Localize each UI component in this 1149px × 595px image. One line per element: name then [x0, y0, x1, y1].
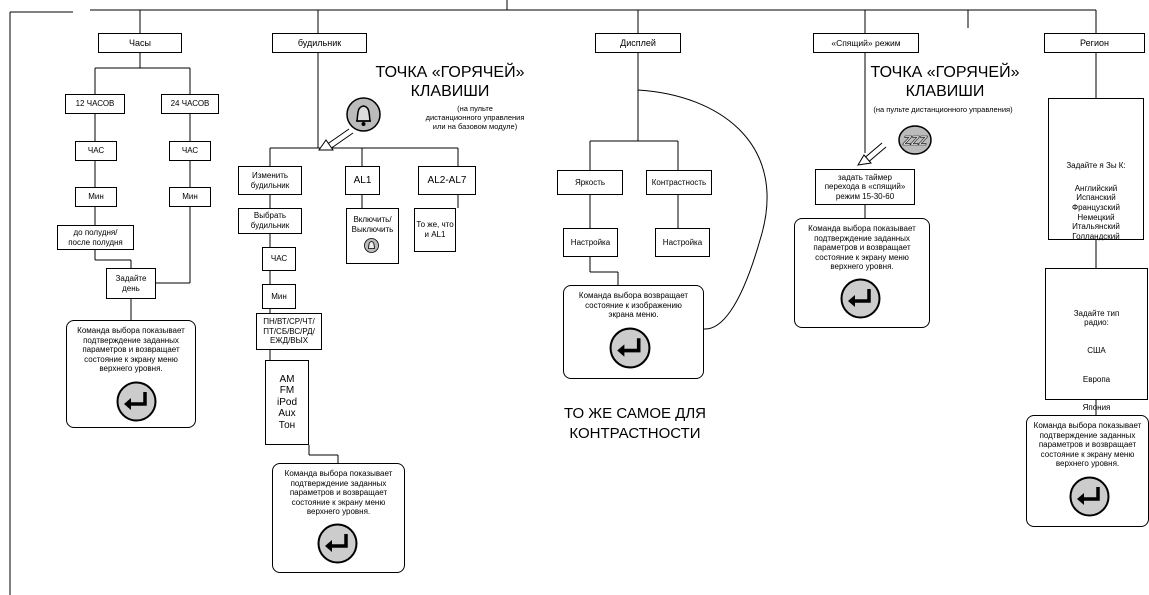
al2-al7-label: AL2-AL7: [427, 174, 467, 186]
am-pm-label: до полудня/ после полудня: [68, 227, 123, 247]
clock-min-left-label: Мин: [88, 192, 104, 202]
am-pm-box: до полудня/ после полудня: [57, 225, 134, 250]
change-alarm-box: Изменить будильник: [238, 166, 302, 195]
clock-enter-icon: [116, 381, 157, 422]
alarm-enter-icon: [317, 523, 358, 564]
al1-box: AL1: [345, 166, 380, 195]
enable-disable-label: Включить/ Выключить: [351, 215, 394, 234]
bell-icon: [346, 97, 381, 132]
display-enter-icon: [609, 327, 651, 369]
brightness-setting-label: Настройка: [570, 237, 611, 247]
display-header-label: Дисплей: [620, 37, 656, 48]
radio-usa: США: [1087, 346, 1106, 356]
brightness-setting-box: Настройка: [563, 228, 618, 257]
region-confirm-text: Команда выбора показывает подтверждение …: [1033, 421, 1142, 469]
brightness-box: Яркость: [557, 170, 623, 195]
sleep-hotkey-note-text: (на пульте дистанционного управления): [873, 105, 1013, 114]
alarm-header-label: будильник: [297, 37, 342, 48]
clock-hour-right-label: ЧАС: [181, 146, 199, 156]
language-list: Английский Испанский Французский Немецки…: [1071, 183, 1120, 241]
clock-min-right-box: Мин: [169, 187, 211, 207]
sources-box: AM FM iPod Aux Тон: [265, 360, 309, 445]
clock-header-label: Часы: [129, 37, 151, 48]
sleep-header-label: «Спящий» режим: [831, 37, 901, 48]
sleep-zzz-icon: ZZZ: [898, 125, 932, 155]
sources-label: AM FM iPod Aux Тон: [276, 373, 297, 431]
clock-hour-left-label: ЧАС: [87, 146, 105, 156]
language-title: Задайте я Зы К:: [1066, 160, 1126, 170]
contrast-setting-box: Настройка: [655, 228, 710, 257]
radio-japan: Япония: [1082, 402, 1111, 412]
sleep-hotkey-title-text: ТОЧКА «ГОРЯЧЕЙ» КЛАВИШИ: [870, 64, 1020, 101]
region-header: Регион: [1044, 33, 1145, 53]
set-day-label: Задайте день: [115, 273, 147, 293]
clock-hour-right-box: ЧАС: [169, 141, 211, 161]
same-for-contrast-text: ТО ЖЕ САМОЕ ДЛЯ КОНТРАСТНОСТИ: [563, 405, 707, 443]
24h-box: 24 ЧАСОВ: [161, 94, 219, 114]
alarm-header: будильник: [272, 33, 367, 53]
weekdays-box: ПН/ВТ/СР/ЧТ/ ПТ/СБ/ВС/РД/ ЕЖД/ВЫХ: [256, 313, 322, 350]
alarm-min-label: Мин: [271, 291, 287, 301]
sleep-hotkey-title: ТОЧКА «ГОРЯЧЕЙ» КЛАВИШИ: [855, 63, 1035, 101]
12h-box: 12 ЧАСОВ: [65, 94, 125, 114]
contrast-label: Контрастность: [651, 177, 707, 187]
bell-small-icon: [364, 238, 379, 253]
24h-label: 24 ЧАСОВ: [170, 99, 210, 109]
region-enter-icon: [1069, 476, 1110, 517]
alarm-hotkey-note-text: (на пульте дистанционного управления или…: [425, 104, 525, 131]
12h-label: 12 ЧАСОВ: [75, 99, 115, 109]
alarm-hotkey-title-text: ТОЧКА «ГОРЯЧЕЙ» КЛАВИШИ: [375, 64, 525, 101]
same-for-contrast-note: ТО ЖЕ САМОЕ ДЛЯ КОНТРАСТНОСТИ: [535, 404, 735, 445]
clock-min-right-label: Мин: [182, 192, 198, 202]
alarm-confirm-text: Команда выбора показывает подтверждение …: [284, 469, 393, 517]
radio-type-box: Задайте тип радио: США Европа Япония: [1045, 268, 1148, 412]
sleep-timer-box: задать таймер перехода в «спящий» режим …: [815, 169, 915, 205]
display-confirm-text: Команда выбора возвращает состояние к из…: [578, 291, 689, 320]
clock-confirm-text: Команда выбора показывает подтверждение …: [77, 326, 185, 374]
sleep-header: «Спящий» режим: [813, 33, 919, 53]
enable-disable-box: Включить/ Выключить: [346, 208, 399, 264]
language-box: Задайте я Зы К: Английский Испанский Фра…: [1048, 98, 1144, 241]
alarm-hour-box: ЧАС: [262, 247, 296, 271]
clock-min-left-box: Мин: [75, 187, 117, 207]
alarm-hotkey-note: (на пульте дистанционного управления или…: [420, 104, 530, 131]
sleep-confirm-text: Команда выбора показывает подтверждение …: [808, 224, 916, 272]
select-alarm-box: Выбрать будильник: [238, 208, 302, 234]
contrast-setting-label: Настройка: [662, 237, 703, 247]
clock-hour-left-box: ЧАС: [75, 141, 117, 161]
brightness-label: Яркость: [574, 177, 606, 187]
weekdays-label: ПН/ВТ/СР/ЧТ/ ПТ/СБ/ВС/РД/ ЕЖД/ВЫХ: [263, 317, 315, 346]
contrast-box: Контрастность: [646, 170, 712, 195]
region-header-label: Регион: [1080, 37, 1109, 48]
clock-header: Часы: [98, 33, 182, 53]
alarm-hour-label: ЧАС: [270, 254, 288, 264]
radio-europe: Европа: [1082, 374, 1111, 384]
sleep-hotkey-note: (на пульте дистанционного управления): [858, 105, 1028, 114]
change-alarm-label: Изменить будильник: [250, 170, 290, 190]
display-header: Дисплей: [595, 33, 681, 53]
same-as-al1-box: То же, что и AL1: [414, 208, 456, 252]
svg-text:ZZZ: ZZZ: [902, 133, 928, 148]
same-as-al1-label: То же, что и AL1: [416, 220, 454, 239]
radio-type-title: Задайте тип радио:: [1073, 308, 1120, 328]
al1-label: AL1: [353, 174, 372, 186]
sleep-timer-label: задать таймер перехода в «спящий» режим …: [824, 172, 906, 201]
select-alarm-label: Выбрать будильник: [250, 211, 290, 230]
al2-al7-box: AL2-AL7: [418, 166, 476, 195]
set-day-box: Задайте день: [106, 268, 156, 299]
alarm-min-box: Мин: [262, 284, 296, 309]
alarm-hotkey-title: ТОЧКА «ГОРЯЧЕЙ» КЛАВИШИ: [360, 63, 540, 101]
sleep-enter-icon: [840, 278, 881, 319]
